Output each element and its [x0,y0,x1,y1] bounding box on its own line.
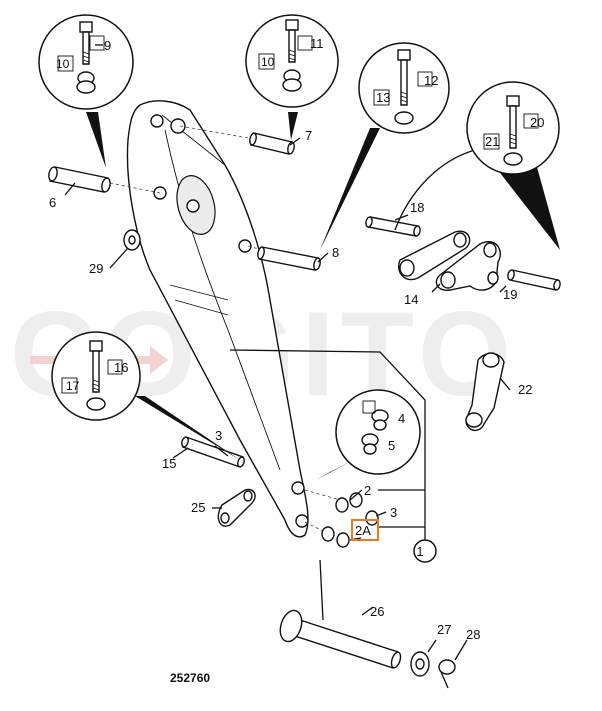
pin-19 [507,269,561,291]
callout-bubble-10-11 [245,14,339,140]
callout-bubble-16-17 [51,331,240,460]
link-22 [465,352,505,431]
label-2: 2 [364,483,371,498]
label-8: 8 [332,245,339,260]
callout-bubble-4-5 [316,389,421,480]
pin-15 [181,436,245,468]
label-20: 20 [530,115,544,130]
retaining-pin-28 [438,659,456,689]
label-3-upper: 3 [215,428,222,443]
label-17: 17 [66,379,80,393]
label-14: 14 [404,292,418,307]
label-12: 12 [424,73,438,88]
pin-7 [249,132,295,155]
label-1: 1 [416,544,423,559]
label-16: 16 [114,360,128,375]
callout-bubble-9-10 [38,14,134,168]
label-22: 22 [518,382,532,397]
reference-number: 252760 [170,671,210,685]
label-6: 6 [49,195,56,210]
callout-bubble-20-21 [394,81,560,250]
label-2a: 2A [355,523,371,538]
assembly-ref-circle [413,539,437,563]
washer-27 [410,651,430,677]
label-9: 9 [104,38,111,53]
pin-18 [365,216,421,237]
label-5: 5 [388,438,395,453]
link-14 [398,230,501,291]
label-29: 29 [89,261,103,276]
pin-8 [257,246,321,271]
label-11: 11 [310,36,324,51]
label-3-lower: 3 [390,505,397,520]
label-21: 21 [485,134,499,149]
label-26: 26 [370,604,384,619]
callout-bubble-12-13 [320,42,450,250]
label-19: 19 [503,287,517,302]
pin-6 [48,166,111,193]
label-27: 27 [437,622,451,637]
dipper-arm [126,100,309,538]
label-7: 7 [305,128,312,143]
plate-25 [217,488,256,527]
label-28: 28 [466,627,480,642]
label-15: 15 [162,456,176,471]
label-25: 25 [191,500,205,515]
label-4: 4 [398,411,405,426]
label-18: 18 [410,200,424,215]
washer-29 [123,229,141,251]
highlight-box [351,519,379,541]
bushes-2-3 [321,492,379,548]
pin-26 [279,609,402,669]
label-13: 13 [376,90,390,105]
label-10-left: 10 [56,57,70,71]
label-10-right: 10 [261,55,275,69]
